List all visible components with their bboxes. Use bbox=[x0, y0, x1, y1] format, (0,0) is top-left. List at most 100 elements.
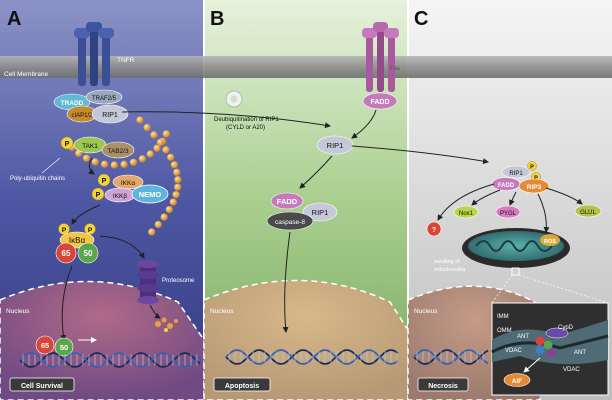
footer-cell-survival: Cell Survival bbox=[21, 383, 63, 390]
arrow-aif-release bbox=[523, 357, 541, 373]
ubiquitin-bead bbox=[129, 158, 138, 166]
phospho-label: P bbox=[96, 192, 101, 199]
phospho-node bbox=[60, 136, 74, 150]
arrow-rip3-glul bbox=[545, 187, 583, 205]
arrow-rip1-caspase8 bbox=[299, 155, 333, 189]
vdac-ant-ball bbox=[543, 340, 553, 350]
ubiquitin-bead bbox=[82, 154, 91, 162]
cypd-label: CypD bbox=[558, 325, 574, 331]
dna-strand bbox=[225, 349, 399, 365]
phospho-label: P bbox=[102, 178, 107, 185]
nucleus-label-a: Nucleus bbox=[6, 308, 30, 315]
footer-box-a bbox=[9, 377, 75, 392]
membrane-label: Cell Membrane bbox=[4, 71, 48, 78]
ant-label-2: ANT bbox=[574, 350, 586, 356]
rip1-node-c bbox=[501, 165, 531, 179]
caspase8-label: caspase-8 bbox=[275, 219, 305, 226]
rip1-node-a bbox=[91, 104, 129, 124]
ikka-label: IKKα bbox=[121, 180, 135, 187]
degraded-fragments-icon bbox=[155, 317, 178, 332]
rip3-node bbox=[518, 178, 550, 194]
nox1-label: Nox1 bbox=[459, 211, 474, 217]
swelling-label-line2: mitochondria bbox=[434, 267, 466, 273]
fadd-label-c: FADD bbox=[498, 183, 515, 189]
ros-label: ROS bbox=[544, 239, 556, 245]
p50-node bbox=[77, 242, 99, 264]
mitochondrion-icon bbox=[462, 228, 570, 268]
footer-necrosis: Necrosis bbox=[428, 383, 458, 390]
swelling-label-line1: swelling of bbox=[434, 259, 460, 265]
tnfr-receptor bbox=[74, 22, 114, 86]
ubiquitin-bead bbox=[148, 228, 156, 236]
deubiquitination-label: Deubiquitination of RIP1 bbox=[214, 117, 279, 123]
arrow-nfkb-nucleus bbox=[60, 265, 73, 341]
poly-ubiquitin-label: Poly-ubiquitin chains bbox=[10, 176, 65, 182]
ubiquitin-bead bbox=[150, 131, 158, 139]
ant-label: ANT bbox=[517, 334, 529, 340]
ikkb-label: IKKβ bbox=[113, 193, 127, 200]
arrow-rip3-unknown bbox=[437, 183, 495, 221]
p65-nuclear-label: 65 bbox=[41, 341, 49, 350]
panel-letter-a: A bbox=[7, 8, 21, 30]
zoom-connector bbox=[491, 274, 513, 304]
nucleus-label-b: Nucleus bbox=[210, 308, 234, 315]
glul-node bbox=[574, 204, 602, 218]
proteasome-label: Proteosome bbox=[162, 278, 195, 284]
dna-strand bbox=[225, 349, 399, 365]
fadd-node-complex bbox=[270, 192, 304, 210]
p50-nuclear-label: 50 bbox=[60, 343, 68, 352]
phospho-label: P bbox=[62, 227, 67, 234]
omm-label: OMM bbox=[497, 328, 512, 334]
vdac-label: VDAC bbox=[505, 348, 522, 354]
nucleus-label-c: Nucleus bbox=[414, 308, 438, 315]
fas-receptor bbox=[362, 22, 399, 92]
ros-node bbox=[540, 234, 560, 246]
vdac-ant-ball bbox=[535, 336, 545, 346]
rip1-node-complex bbox=[302, 202, 338, 222]
fadd-label-complex: FADD bbox=[277, 197, 298, 206]
fas-label: Fas bbox=[390, 66, 400, 72]
ubiquitin-bead bbox=[162, 130, 170, 138]
arrow-rip3-nox1 bbox=[471, 189, 501, 206]
p65-label: 65 bbox=[62, 249, 71, 258]
dna-strand bbox=[413, 349, 489, 365]
footer-box-b bbox=[213, 377, 271, 392]
dna-strand bbox=[19, 352, 201, 368]
cell-membrane bbox=[0, 56, 612, 78]
phospho-node bbox=[91, 187, 105, 201]
ubiquitin-bead bbox=[165, 206, 173, 214]
aif-node bbox=[503, 373, 531, 387]
nemo-label: NEMO bbox=[139, 190, 162, 199]
arrow-tak1-ikk bbox=[88, 157, 95, 175]
p50-label: 50 bbox=[84, 249, 93, 258]
glul-label: GLUL bbox=[580, 210, 596, 216]
arrow-caspase8-nucleus bbox=[282, 231, 291, 333]
p65-nuclear-node bbox=[35, 335, 55, 355]
fadd-node-receptor bbox=[362, 92, 398, 110]
dna-strand bbox=[19, 352, 201, 368]
ubiquitin-bead bbox=[154, 220, 162, 229]
poly-ubiquitin-pointer bbox=[41, 157, 61, 174]
cypd-node bbox=[545, 327, 569, 339]
ubiquitin-bead bbox=[138, 155, 146, 163]
ubiquitin-bead bbox=[110, 161, 118, 169]
deubiquitinase-enzymes: (CYLD or A20) bbox=[226, 125, 265, 131]
dna-helix-a bbox=[19, 352, 201, 368]
pygl-node bbox=[495, 205, 521, 219]
imm-label: IMM bbox=[497, 314, 509, 320]
tab-node bbox=[101, 141, 135, 159]
ubiquitin-bead bbox=[146, 150, 154, 158]
rip1-label-complex: RIP1 bbox=[312, 208, 329, 217]
ubiquitin-bead bbox=[174, 183, 182, 191]
arrow-rip1-necrosome bbox=[351, 145, 489, 165]
tab-label: TAB2/3 bbox=[107, 148, 129, 155]
traf-label: TRAF2/5 bbox=[92, 96, 117, 102]
ubiquitin-bead bbox=[167, 153, 175, 161]
ubiquitin-bead bbox=[156, 138, 164, 146]
phospho-label: P bbox=[88, 227, 93, 234]
rip1-label-a: RIP1 bbox=[102, 112, 118, 119]
rip1-node-b bbox=[316, 135, 354, 155]
nemo-node bbox=[131, 184, 169, 204]
ikba-label: IκBα bbox=[69, 236, 86, 245]
arrow-rip3-mitochondria bbox=[537, 193, 550, 233]
